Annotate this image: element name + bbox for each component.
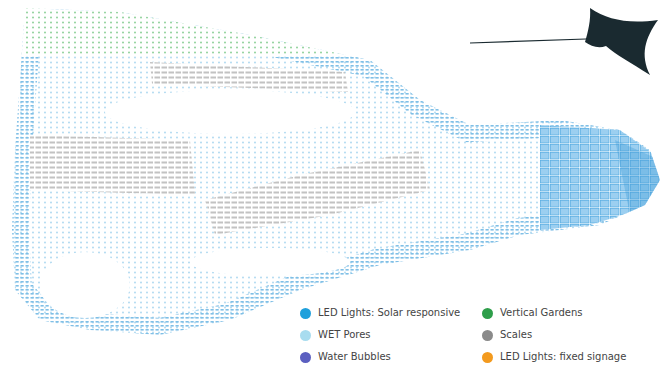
legend-label: LED Lights: Solar responsive xyxy=(318,306,460,320)
legend-item: WET Pores xyxy=(300,328,371,342)
legend-label: Scales xyxy=(500,328,532,342)
legend-item: LED Lights: fixed signage xyxy=(482,350,626,364)
legend-item: Scales xyxy=(482,328,532,342)
legend-swatch xyxy=(300,352,311,363)
legend-label: Water Bubbles xyxy=(318,350,391,364)
legend-label: LED Lights: fixed signage xyxy=(500,350,626,364)
legend-label: Vertical Gardens xyxy=(500,306,582,320)
legend-item: Vertical Gardens xyxy=(482,306,582,320)
legend-swatch xyxy=(482,308,493,319)
legend-swatch xyxy=(482,352,493,363)
legend-item: LED Lights: Solar responsive xyxy=(300,306,460,320)
legend-item: Water Bubbles xyxy=(300,350,391,364)
legend-label: WET Pores xyxy=(318,328,371,342)
manta-ray xyxy=(470,8,658,75)
legend-swatch xyxy=(300,330,311,341)
legend-swatch xyxy=(482,330,493,341)
legend-swatch xyxy=(300,308,311,319)
